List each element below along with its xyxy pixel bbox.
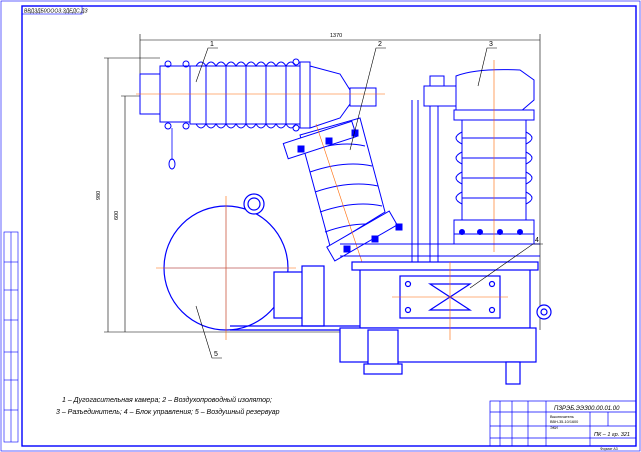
callout-4: 4 [535,237,539,244]
arc-chamber [139,58,377,170]
title-name-2: ВВН-35-10/1600 [550,420,578,424]
callout-2: 2 [378,41,382,48]
insulator-axis [315,123,363,263]
callout-5: 5 [214,351,218,358]
dim-height-label: 980 [96,191,102,200]
title-sheet: ПК – 1 гр. 321 [594,432,630,438]
dim-width-label: 1370 [330,33,342,39]
air-conduit-insulator [282,117,403,262]
inner-frame [21,5,637,447]
control-unit [339,243,552,385]
dimension-overall-width: 1370 [139,33,541,330]
top-left-stamp: ВВДЗДБ0ОООЗ.ЗДЕДС.ДЗ [21,5,88,15]
title-name-1: Выключатель [550,415,574,419]
title-format: Формат А3 [600,447,618,451]
title-code: ПЗРЭБ.ЭЭЗ00.00.01.00 [554,406,620,412]
disconnector-column [411,69,535,262]
callout-3: 3 [489,41,493,48]
stamp-code: ВВДЗДБ0ОООЗ.ЗДЕДС.ДЗ [24,9,88,15]
callout-1: 1 [210,41,214,48]
legend-line-1: 1 – Дугогасительная камера; 2 – Воздухоп… [62,396,272,404]
title-block [489,400,637,447]
dimension-overall-height: 980 [96,57,380,333]
left-margin-strip [3,231,19,443]
callout-leaders [195,47,543,359]
dimension-height-2: 600 [114,95,140,332]
legend-line-2: 3 – Разъединитель; 4 – Блок управления; … [56,408,280,416]
title-name-3: ЭКИ [550,426,558,430]
dim-height-2-label: 600 [114,211,120,220]
